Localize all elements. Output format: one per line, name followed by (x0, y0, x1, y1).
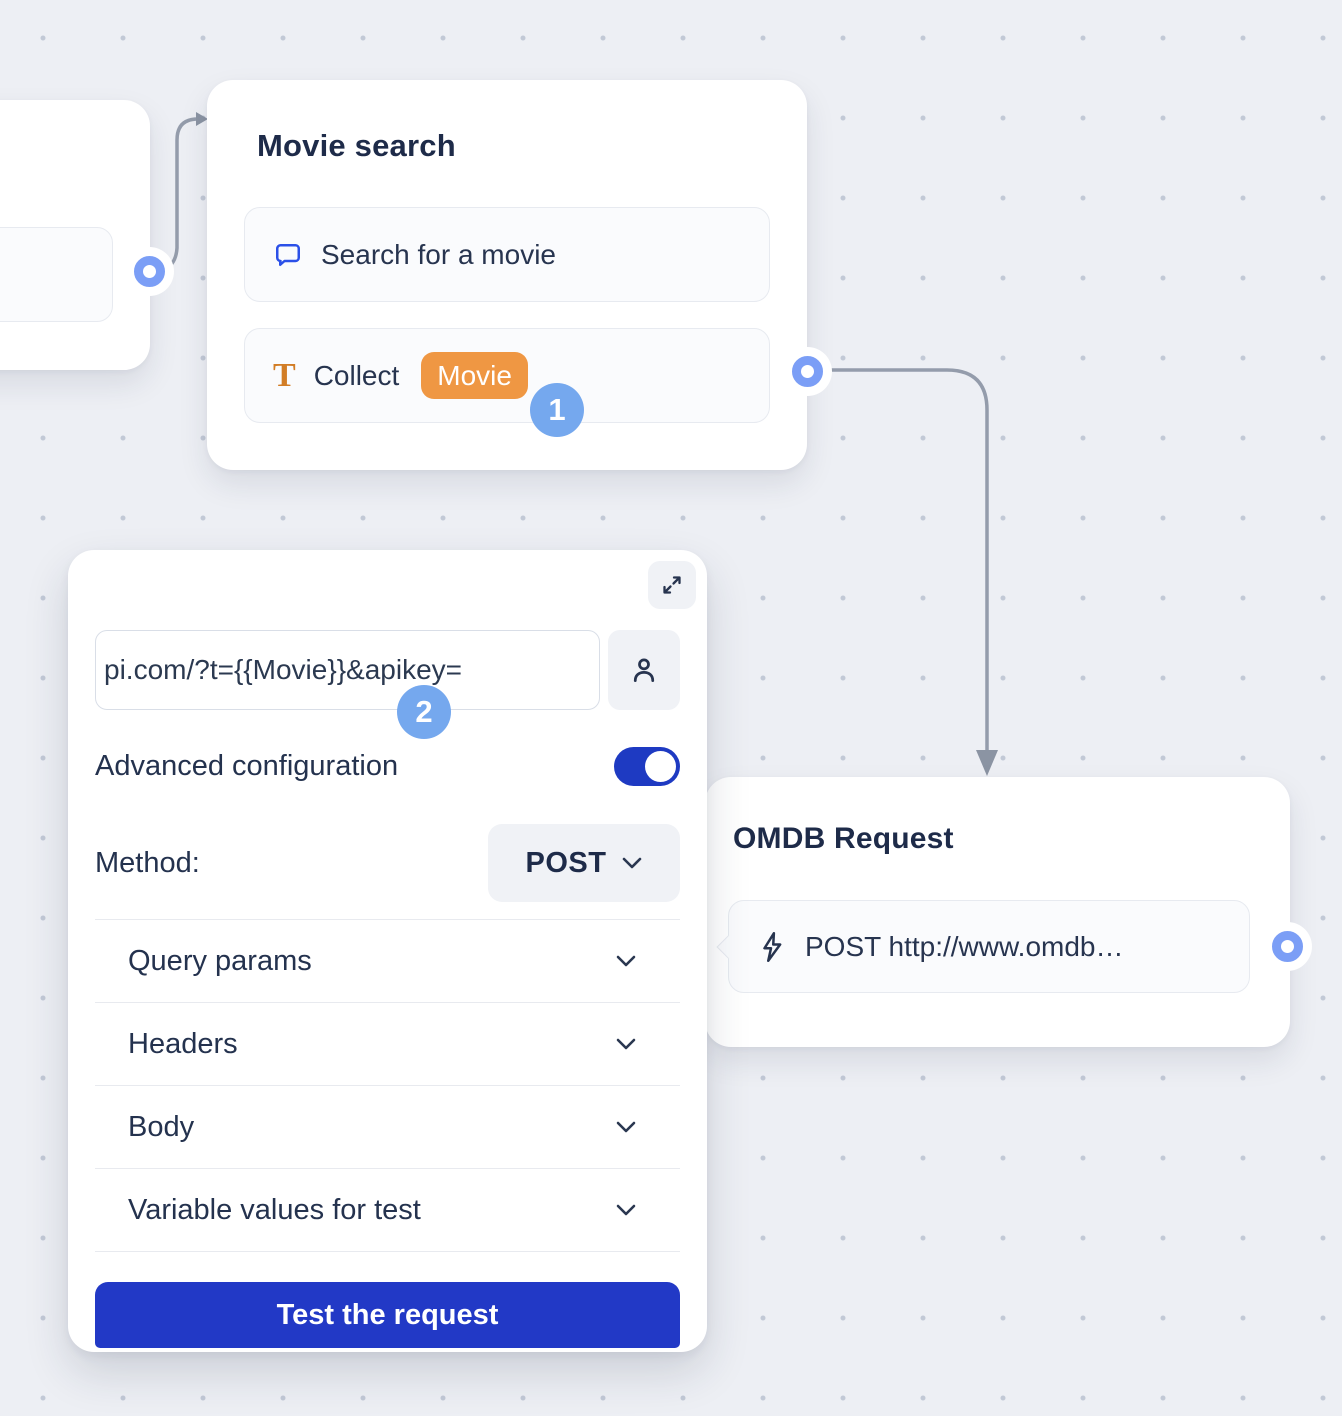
section-headers[interactable]: Headers (95, 1002, 680, 1085)
chevron-down-icon (616, 1204, 636, 1216)
tutorial-step-badge-1: 1 (530, 383, 584, 437)
section-label: Query params (128, 944, 312, 977)
chevron-down-icon (616, 1121, 636, 1133)
url-row (95, 630, 680, 710)
expand-button[interactable] (648, 561, 696, 609)
config-sections: Query params Headers Body Variable value… (95, 919, 680, 1252)
advanced-configuration-label: Advanced configuration (95, 749, 399, 782)
movie-search-node[interactable]: Movie search Search for a movie T Collec… (207, 80, 807, 470)
advanced-configuration-toggle[interactable] (614, 746, 680, 786)
lightning-icon (757, 930, 787, 964)
connection-port-output-movie-search[interactable] (792, 356, 823, 387)
section-body[interactable]: Body (95, 1085, 680, 1168)
variable-chip[interactable]: Movie (421, 351, 528, 400)
method-value: POST (525, 846, 607, 879)
omdb-request-node[interactable]: OMDB Request POST http://www.omdb… (705, 777, 1290, 1047)
toggle-knob (645, 750, 676, 782)
step-collect-variable[interactable]: T Collect Movie (244, 328, 770, 423)
request-summary: POST http://www.omdb… (805, 930, 1124, 962)
chevron-down-icon (616, 955, 636, 967)
step-label: Search for a movie (321, 238, 556, 270)
node-title: OMDB Request (733, 822, 954, 855)
partial-node-left[interactable] (0, 100, 150, 370)
wire-movie-search-to-omdb (819, 368, 989, 754)
step-send-message[interactable]: Search for a movie (244, 207, 770, 302)
section-label: Headers (128, 1027, 238, 1060)
test-request-button[interactable]: Test the request (95, 1282, 680, 1348)
user-icon (633, 658, 655, 682)
section-query-params[interactable]: Query params (95, 919, 680, 1002)
tutorial-step-badge-2: 2 (397, 685, 451, 739)
wire-arrowhead-right (196, 112, 208, 126)
section-variable-values[interactable]: Variable values for test (95, 1168, 680, 1252)
method-select[interactable]: POST (488, 824, 680, 902)
request-url-input[interactable] (95, 630, 600, 710)
node-title: Movie search (257, 128, 456, 163)
method-row: Method: POST (95, 824, 680, 902)
method-label: Method: (95, 846, 200, 879)
section-label: Variable values for test (128, 1193, 421, 1226)
expand-icon (663, 576, 681, 594)
advanced-configuration-row: Advanced configuration (95, 746, 680, 786)
chevron-down-icon (623, 857, 642, 869)
insert-variable-button[interactable] (608, 630, 680, 710)
chevron-down-icon (616, 1038, 636, 1050)
webhook-config-panel: 2 Advanced configuration Method: POST Qu… (68, 550, 707, 1352)
wire-arrowhead-down (976, 750, 998, 776)
step-webhook-request[interactable]: POST http://www.omdb… (728, 900, 1250, 993)
text-icon: T (273, 356, 296, 394)
chat-bubble-icon (273, 240, 303, 270)
connection-port-output-left-node[interactable] (134, 256, 165, 287)
partial-step-row[interactable] (0, 227, 113, 322)
step-label: Collect (313, 359, 400, 391)
section-label: Body (128, 1110, 195, 1143)
wire-left-to-movie-search (161, 117, 200, 272)
connection-port-output-omdb[interactable] (1272, 931, 1303, 962)
